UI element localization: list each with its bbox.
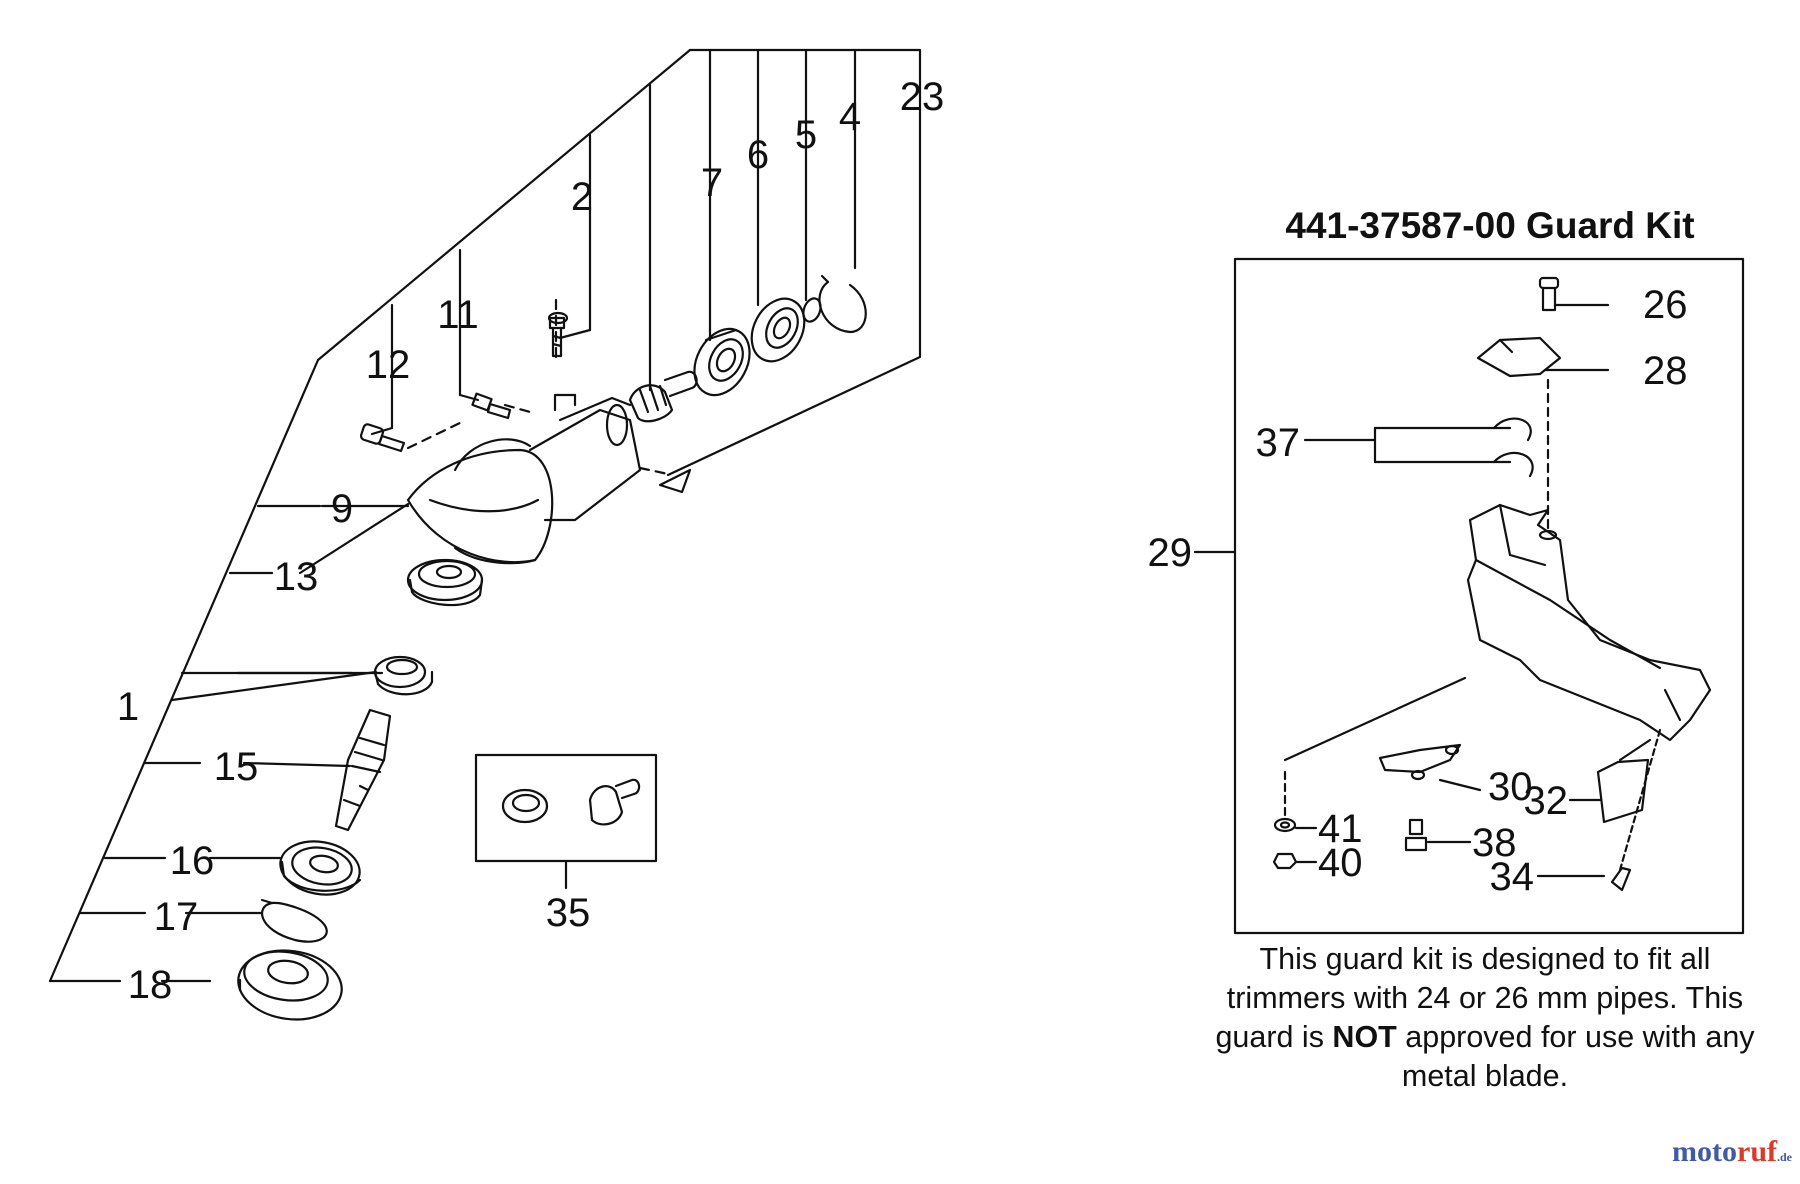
gear-15 [373, 655, 434, 696]
guard-kit-frame [1193, 257, 1745, 935]
callout-40: 40 [1318, 841, 1363, 885]
callout-2: 2 [571, 175, 593, 219]
callout-18: 18 [128, 963, 173, 1007]
logo-text-suffix: .de [1777, 1150, 1792, 1164]
logo-text-accent: ruf [1737, 1135, 1777, 1168]
screw-2 [547, 311, 569, 358]
callout-labels: 2 4 5 6 7 23 11 12 9 13 1 15 16 17 18 35… [117, 75, 1695, 1007]
guard-kit-note: This guard kit is designed to fit all tr… [1205, 940, 1765, 1096]
kit-35-box [474, 753, 658, 890]
note-text-2: approved for use with any metal blade. [1396, 1020, 1755, 1093]
callout-11: 11 [437, 293, 479, 337]
screw-26 [1538, 276, 1610, 312]
callout-35: 35 [546, 891, 591, 935]
note-text-1: This guard kit is designed to fit all tr… [1215, 942, 1744, 1054]
bearing-6 [693, 327, 751, 397]
callout-30: 30 [1488, 765, 1533, 809]
callout-34: 34 [1490, 855, 1535, 899]
bracket-32 [1568, 728, 1662, 872]
note-emphasis: NOT [1332, 1020, 1397, 1054]
callout-38: 38 [1472, 821, 1517, 865]
washer-5 [802, 297, 822, 323]
gear-shaft-7 [628, 370, 698, 423]
callout-6: 6 [747, 133, 769, 177]
bearing-13 [406, 558, 484, 607]
bearing-5 [750, 297, 806, 363]
guard-kit-title: 441-37587-00 Guard Kit [1285, 205, 1694, 246]
callout-26: 26 [1643, 283, 1688, 327]
callout-15: 15 [214, 745, 259, 789]
snap-ring-17 [260, 898, 328, 943]
gear-case-9 [406, 393, 642, 565]
washer-41 [1273, 768, 1318, 833]
guard-29 [1466, 503, 1712, 742]
callout-32: 32 [1524, 779, 1569, 823]
callout-23: 23 [900, 75, 945, 119]
callout-41: 41 [1318, 807, 1363, 851]
callout-37: 37 [1256, 421, 1301, 465]
callout-13: 13 [274, 555, 319, 599]
bracket-30 [1283, 676, 1482, 792]
pin-23 [658, 468, 692, 494]
callout-9: 9 [331, 487, 353, 531]
screw-11 [471, 392, 512, 420]
screw-12 [359, 423, 406, 453]
callout-29: 29 [1148, 531, 1193, 575]
assembly-axis [406, 298, 670, 476]
callout-16: 16 [170, 839, 215, 883]
nut-40 [1272, 852, 1318, 870]
fastener-38 [1404, 818, 1472, 852]
callout-4: 4 [839, 95, 861, 139]
clamp-28 [1476, 336, 1610, 532]
watermark-logo: motoruf.de [1672, 1135, 1792, 1169]
bearing-16 [279, 840, 362, 896]
spindle-15 [334, 708, 392, 832]
callout-12: 12 [366, 343, 411, 387]
washer-18 [237, 949, 343, 1021]
liner-37 [1303, 417, 1534, 478]
callout-1: 1 [117, 685, 139, 729]
snap-ring-4 [818, 274, 867, 334]
callout-17: 17 [154, 895, 199, 939]
callout-28: 28 [1643, 349, 1688, 393]
logo-text-main: moto [1672, 1135, 1737, 1168]
callout-5: 5 [795, 113, 817, 157]
callout-7: 7 [701, 161, 723, 205]
screw-34 [1536, 866, 1632, 892]
